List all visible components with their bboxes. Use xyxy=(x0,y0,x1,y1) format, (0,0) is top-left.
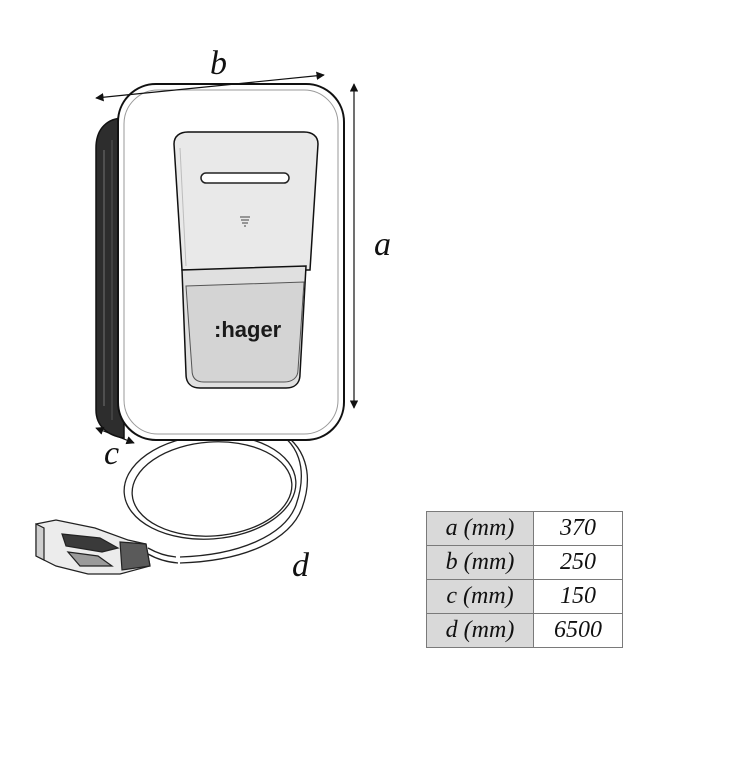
dimension-value-cell: 250 xyxy=(533,545,623,580)
dimension-label-a: a xyxy=(374,226,391,263)
table-row: a (mm) 370 xyxy=(426,511,623,546)
status-led-bar xyxy=(200,172,290,184)
dimension-value-cell: 370 xyxy=(533,511,623,546)
rfid-icon xyxy=(240,216,250,227)
dimension-line-c xyxy=(95,426,135,445)
dimension-value-cell: 150 xyxy=(533,579,623,614)
dimension-lines xyxy=(95,71,359,445)
table-row: c (mm) 150 xyxy=(426,579,623,614)
table-row: d (mm) 6500 xyxy=(426,613,623,648)
dimension-line-b xyxy=(95,71,325,102)
dimension-value-cell: 6500 xyxy=(533,613,623,648)
dimension-label-cell: c (mm) xyxy=(426,579,534,614)
cable-coil xyxy=(123,427,308,564)
dimension-label-cell: d (mm) xyxy=(426,613,534,648)
front-panel xyxy=(173,131,319,271)
charging-plug xyxy=(35,519,151,575)
dimension-label-cell: a (mm) xyxy=(426,511,534,546)
dimension-label-cell: b (mm) xyxy=(426,545,534,580)
socket-cover: :hager xyxy=(181,265,307,389)
brand-logo: :hager xyxy=(214,317,282,342)
table-row: b (mm) 250 xyxy=(426,545,623,580)
dimension-label-b: b xyxy=(210,45,227,82)
dimension-label-c: c xyxy=(104,435,119,472)
dimension-label-d: d xyxy=(292,547,310,584)
dimensions-table: a (mm) 370 b (mm) 250 c (mm) 150 d (mm) … xyxy=(426,511,623,648)
